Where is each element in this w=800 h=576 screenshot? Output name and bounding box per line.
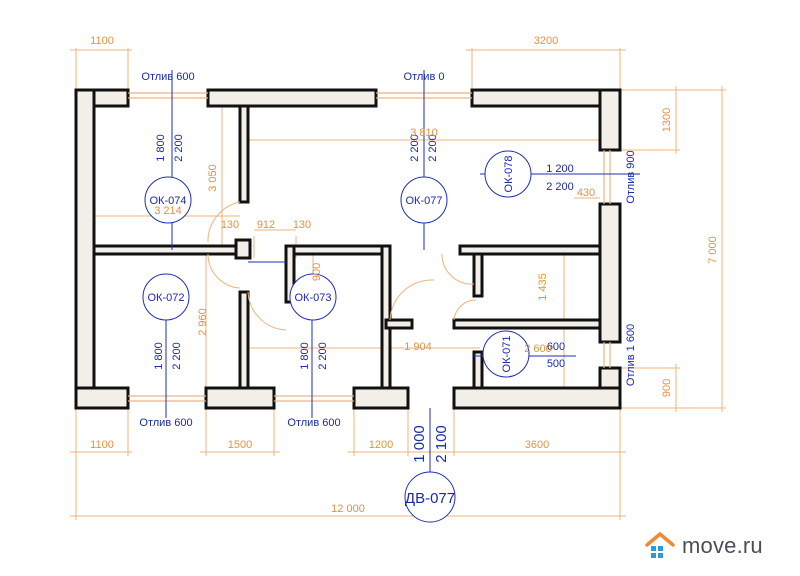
sill-label: Отлив 900	[625, 150, 637, 203]
brand-logo: move.ru	[644, 531, 763, 561]
size-label: 1 800	[299, 342, 311, 370]
dim-label: 130	[221, 219, 239, 231]
size-label: 1 200	[546, 163, 574, 175]
dim-label: 430	[577, 187, 595, 199]
dim-label: 2 600	[524, 343, 552, 355]
dim-label: 3 050	[207, 164, 219, 192]
dim-label: 1 904	[404, 341, 432, 353]
window-tag-ok-078: ОК-078	[484, 150, 532, 198]
window-size-labels: 1 800 2 200 2 200 2 200 1 200 2 200 1 80…	[153, 134, 574, 463]
sill-label: Отлив 600	[139, 417, 192, 429]
dim-label: 1200	[369, 439, 393, 451]
size-label: 500	[547, 358, 565, 370]
dim-label: 1100	[90, 35, 114, 47]
brand-name: move.ru	[682, 533, 763, 558]
size-label: 2 200	[317, 342, 329, 370]
window-tag-ok-074: ОК-074	[144, 176, 192, 224]
tag-label: ОК-078	[503, 156, 515, 193]
house-logo-icon	[645, 532, 675, 558]
sill-label: Отлив 1 600	[625, 324, 637, 386]
tag-label: ОК-073	[295, 292, 332, 304]
size-label: 2 200	[546, 181, 574, 193]
dim-label: 1500	[228, 439, 252, 451]
dim-label: 900	[661, 379, 673, 397]
dim-label: 3 810	[410, 127, 438, 139]
dimension-texts: 1100 3200 1300 7 000 900 1100 1500 1200 …	[90, 35, 719, 515]
dim-label: 900	[311, 263, 323, 281]
size-label: 2 200	[173, 134, 185, 162]
dim-label: 130	[293, 219, 311, 231]
window-tag-ok-071: ОК-071	[482, 330, 530, 378]
sill-label: Отлив 0	[404, 71, 445, 83]
tag-label: ОК-077	[406, 195, 443, 207]
dim-label: 3600	[525, 439, 549, 451]
walls	[74, 88, 622, 410]
size-label: 600	[547, 341, 565, 353]
annotation-lines	[165, 70, 640, 478]
dim-label: 3200	[534, 35, 558, 47]
tag-label: ОК-074	[150, 195, 187, 207]
dim-label: 1300	[661, 108, 673, 132]
dim-label: 2 960	[197, 308, 209, 336]
tag-label: ОК-072	[148, 292, 185, 304]
door-swings	[207, 201, 477, 331]
window-tag-ok-073: ОК-073	[289, 273, 337, 321]
size-label: 2 100	[433, 425, 450, 463]
dim-label: 3 214	[154, 205, 182, 217]
sill-label: Отлив 600	[287, 417, 340, 429]
window-tag-ok-077: ОК-077	[400, 176, 448, 224]
dim-label: 1100	[90, 439, 114, 451]
sill-labels: Отлив 600 Отлив 0 Отлив 900 Отлив 1 600 …	[139, 71, 637, 429]
dim-label: 7 000	[707, 236, 719, 264]
size-label: 2 200	[171, 342, 183, 370]
size-label: 1 800	[153, 342, 165, 370]
dim-label: 1 435	[537, 273, 549, 301]
size-label: 2 200	[409, 134, 421, 162]
window-tag-ok-072: ОК-072	[142, 273, 190, 321]
size-label: 1 800	[155, 134, 167, 162]
sill-label: Отлив 600	[141, 71, 194, 83]
door-tag-dv-077: ДВ-077	[404, 471, 456, 523]
size-label: 2 200	[427, 134, 439, 162]
tag-label: ДВ-077	[405, 490, 455, 507]
dim-label: 12 000	[331, 503, 365, 515]
tag-label: ОК-071	[501, 336, 513, 373]
size-label: 1 000	[411, 425, 428, 463]
dim-label: 912	[257, 219, 275, 231]
